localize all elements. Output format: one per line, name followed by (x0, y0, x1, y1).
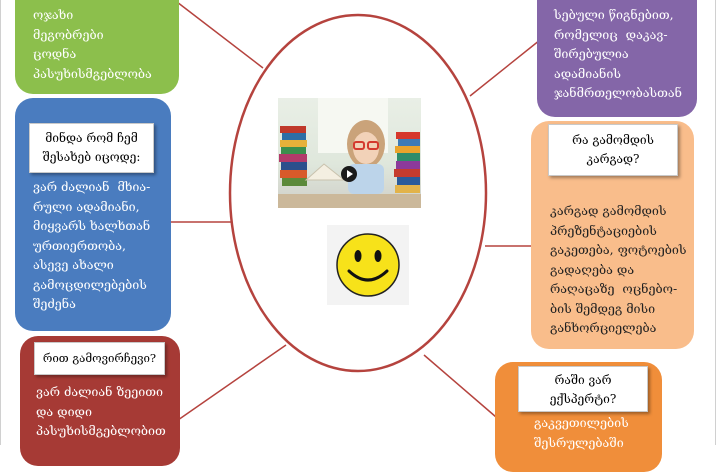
connector-purple (469, 39, 541, 97)
orange-box-text: გაკვეთილების შესრულებაში (534, 415, 629, 450)
connector-green (176, 1, 264, 69)
blue-box-header: მინდა რომ ჩემ შესახებ იცოდე: (29, 123, 154, 173)
connector-red (177, 344, 287, 421)
center-photo (278, 98, 421, 208)
purple-box (537, 0, 697, 117)
peach-box-header: რა გამომდის კარგად? (548, 124, 678, 176)
purple-box-text: სებული წიგნებით, რომელიც დაკავ- შირებული… (554, 7, 682, 100)
connector-orange (423, 354, 497, 418)
orange-box-header: რაში ვარ ექსპერტი? (518, 366, 648, 412)
peach-box-text: კარგად გამომდის პრეზენტაციების გაკეთება,… (550, 203, 687, 335)
green-box-text: ოჯახი მეგობრები ცოდნა პასუხისმგებლობა (33, 7, 152, 81)
smiley-face-icon (327, 225, 409, 305)
blue-box-text: ვარ ძალიან მხია- რული ადამიანი, მიყვარს … (33, 179, 151, 311)
red-box-text: ვარ ძალიან ზეეითი და დიდი პასუხისმგებლობ… (36, 384, 166, 438)
red-box-header: რით გამოვირჩევი? (34, 342, 165, 375)
green-box (15, 0, 179, 94)
play-icon[interactable] (341, 166, 357, 182)
